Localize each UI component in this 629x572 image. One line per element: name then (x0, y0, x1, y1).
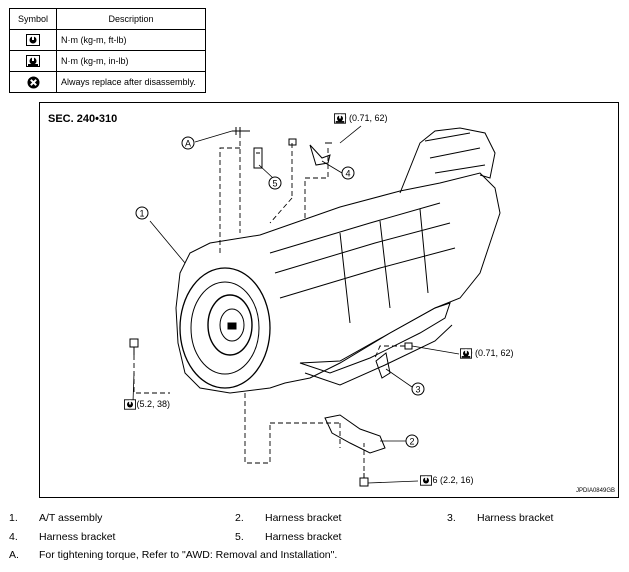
always-replace-icon (27, 76, 39, 88)
legend-item-4: 4.Harness bracket (9, 531, 116, 543)
symbol-header: Symbol (9, 8, 57, 30)
torque-right: 7.0 (0.71, 62) (460, 348, 514, 359)
callout-4-label: 4 (345, 169, 350, 179)
callout-a: A (181, 136, 195, 150)
bolt-right (404, 342, 413, 350)
callout-3-label: 3 (415, 385, 420, 395)
bell-housing (179, 267, 271, 389)
legend-item-1: 1.A/T assembly (9, 512, 103, 524)
torque-top-value: 7.0 (0.71, 62) (334, 113, 388, 123)
legend-note-a: A.For tightening torque, Refer to "AWD: … (9, 549, 338, 561)
torque-wrench-icon (124, 399, 136, 410)
diagram-drawing: A 1 2 3 4 5 (129, 125, 501, 487)
harness-bracket-3 (375, 352, 391, 379)
callout-a-label: A (185, 139, 191, 149)
torque-left-value: 51 (5.2, 38) (124, 399, 171, 409)
torque-left: 51 (5.2, 38) (124, 399, 171, 410)
symbol-table: Symbol Description N·m (kg-m, ft-lb) N·m… (9, 8, 206, 93)
transmission-case (175, 172, 501, 394)
torque-wrench-inlb-icon (460, 348, 472, 359)
torque-inlb-description: N·m (kg-m, in-lb) (56, 50, 206, 72)
callout-1-label: 1 (139, 209, 144, 219)
harness-bracket-2 (324, 414, 386, 454)
callout-4: 4 (341, 166, 355, 180)
legend-item-3: 3.Harness bracket (447, 512, 554, 524)
exploded-view-diagram: A 1 2 3 4 5 SEC. 240•310 7.0 (0.71, 62) (39, 102, 619, 498)
callout-2-label: 2 (409, 437, 414, 447)
oil-pan (299, 302, 451, 374)
torque-wrench-inlb-icon (26, 55, 40, 67)
replace-description: Always replace after disassembly. (56, 71, 206, 93)
callout-5: 5 (268, 176, 282, 190)
bolt-left (129, 338, 139, 355)
torque-right-value: 7.0 (0.71, 62) (460, 348, 514, 358)
legend-item-2: 2.Harness bracket (235, 512, 342, 524)
harness-bracket-4 (309, 144, 331, 166)
torque-bottom-value: 21.6 (2.2, 16) (420, 475, 474, 485)
torque-wrench-inlb-icon (334, 113, 346, 124)
torque-ftlb-description: N·m (kg-m, ft-lb) (56, 29, 206, 51)
callout-5-label: 5 (272, 179, 277, 189)
torque-wrench-icon (420, 475, 432, 486)
callout-1: 1 (135, 206, 149, 220)
legend-item-5: 5.Harness bracket (235, 531, 342, 543)
torque-bottom: 21.6 (2.2, 16) (420, 475, 474, 486)
extension-housing (399, 127, 496, 194)
section-label: SEC. 240•310 (48, 113, 118, 125)
figure-code: JPDIA0849GB (575, 488, 615, 494)
bolt-a (232, 127, 250, 135)
callout-2: 2 (405, 434, 419, 448)
callout-3: 3 (411, 382, 425, 396)
harness-bracket-5 (253, 147, 263, 169)
description-header: Description (56, 8, 206, 30)
bolt-bottom (359, 473, 369, 487)
torque-wrench-icon (26, 34, 40, 46)
torque-top: 7.0 (0.71, 62) (334, 113, 388, 124)
